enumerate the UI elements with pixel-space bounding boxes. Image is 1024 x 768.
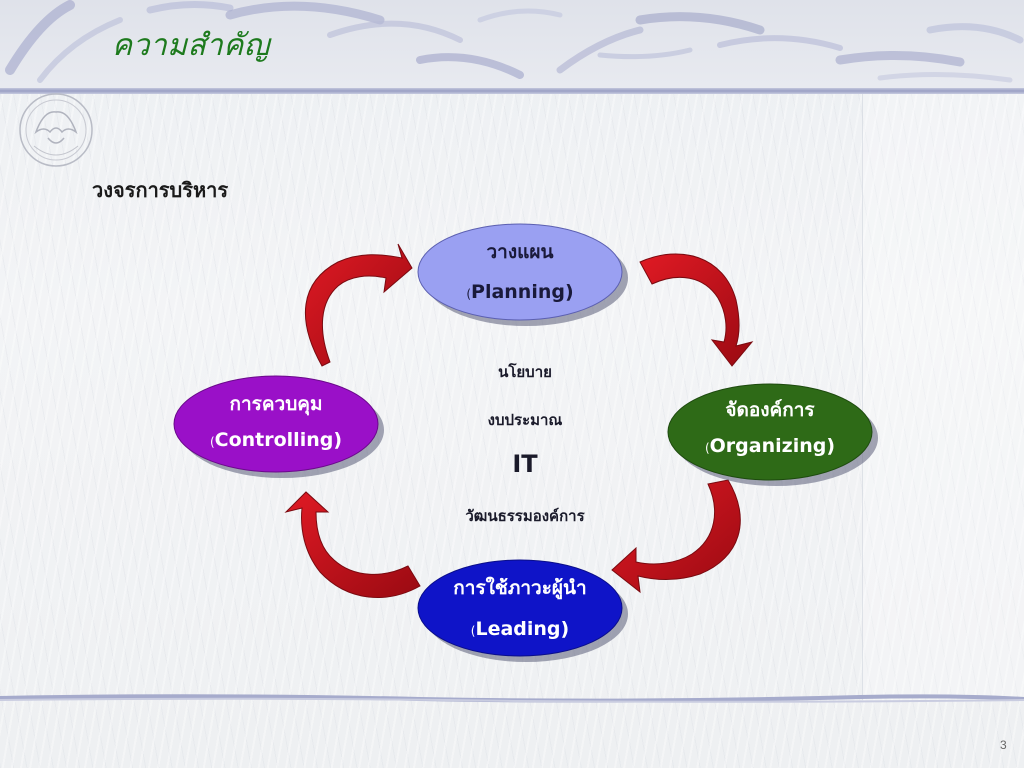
organizing-paren: ( bbox=[705, 441, 710, 455]
garuda-seal-icon bbox=[19, 93, 93, 167]
organizing-english-text: Organizing) bbox=[710, 435, 835, 457]
node-organizing bbox=[667, 383, 878, 486]
slide-title: ความสำคัญ bbox=[112, 28, 270, 63]
curved-arrow-top-right bbox=[639, 253, 754, 367]
center-item-culture: วัฒนธรรมองค์การ bbox=[465, 507, 585, 525]
node-planning bbox=[417, 223, 628, 326]
curved-arrow-bottom-left bbox=[284, 491, 421, 598]
leading-english-text: Leading) bbox=[475, 618, 569, 640]
bottom-brush-rule bbox=[0, 694, 1024, 703]
center-item-policy: นโยบาย bbox=[498, 363, 552, 381]
planning-thai-label: วางแผน bbox=[487, 241, 554, 263]
page-number: 3 bbox=[1000, 738, 1007, 752]
header-rule bbox=[0, 88, 1024, 94]
curved-arrow-top-left bbox=[304, 243, 413, 367]
right-decor-strip bbox=[862, 92, 1024, 700]
node-leading bbox=[417, 559, 628, 662]
controlling-english-label: (Controlling) bbox=[210, 429, 342, 451]
controlling-paren: ( bbox=[210, 435, 215, 449]
center-item-it: IT bbox=[512, 450, 538, 478]
planning-paren: ( bbox=[466, 287, 471, 301]
leading-paren: ( bbox=[471, 624, 476, 638]
organizing-thai-label: จัดองค์การ bbox=[725, 399, 815, 421]
organizing-english-label: (Organizing) bbox=[705, 435, 835, 457]
leading-english-label: (Leading) bbox=[471, 618, 569, 640]
controlling-english-text: Controlling) bbox=[215, 429, 342, 451]
header-brushstrokes bbox=[5, 0, 1024, 83]
planning-english-label: (Planning) bbox=[466, 281, 573, 303]
center-item-budget: งบประมาณ bbox=[487, 411, 563, 429]
section-subtitle: วงจรการบริหาร bbox=[92, 178, 229, 202]
controlling-thai-label: การควบคุม bbox=[229, 393, 322, 416]
planning-english-text: Planning) bbox=[471, 281, 574, 303]
leading-thai-label: การใช้ภาวะผู้นำ bbox=[453, 576, 586, 600]
curved-arrow-bottom-right bbox=[611, 479, 741, 594]
node-controlling bbox=[173, 375, 384, 478]
header-band bbox=[0, 0, 1024, 88]
